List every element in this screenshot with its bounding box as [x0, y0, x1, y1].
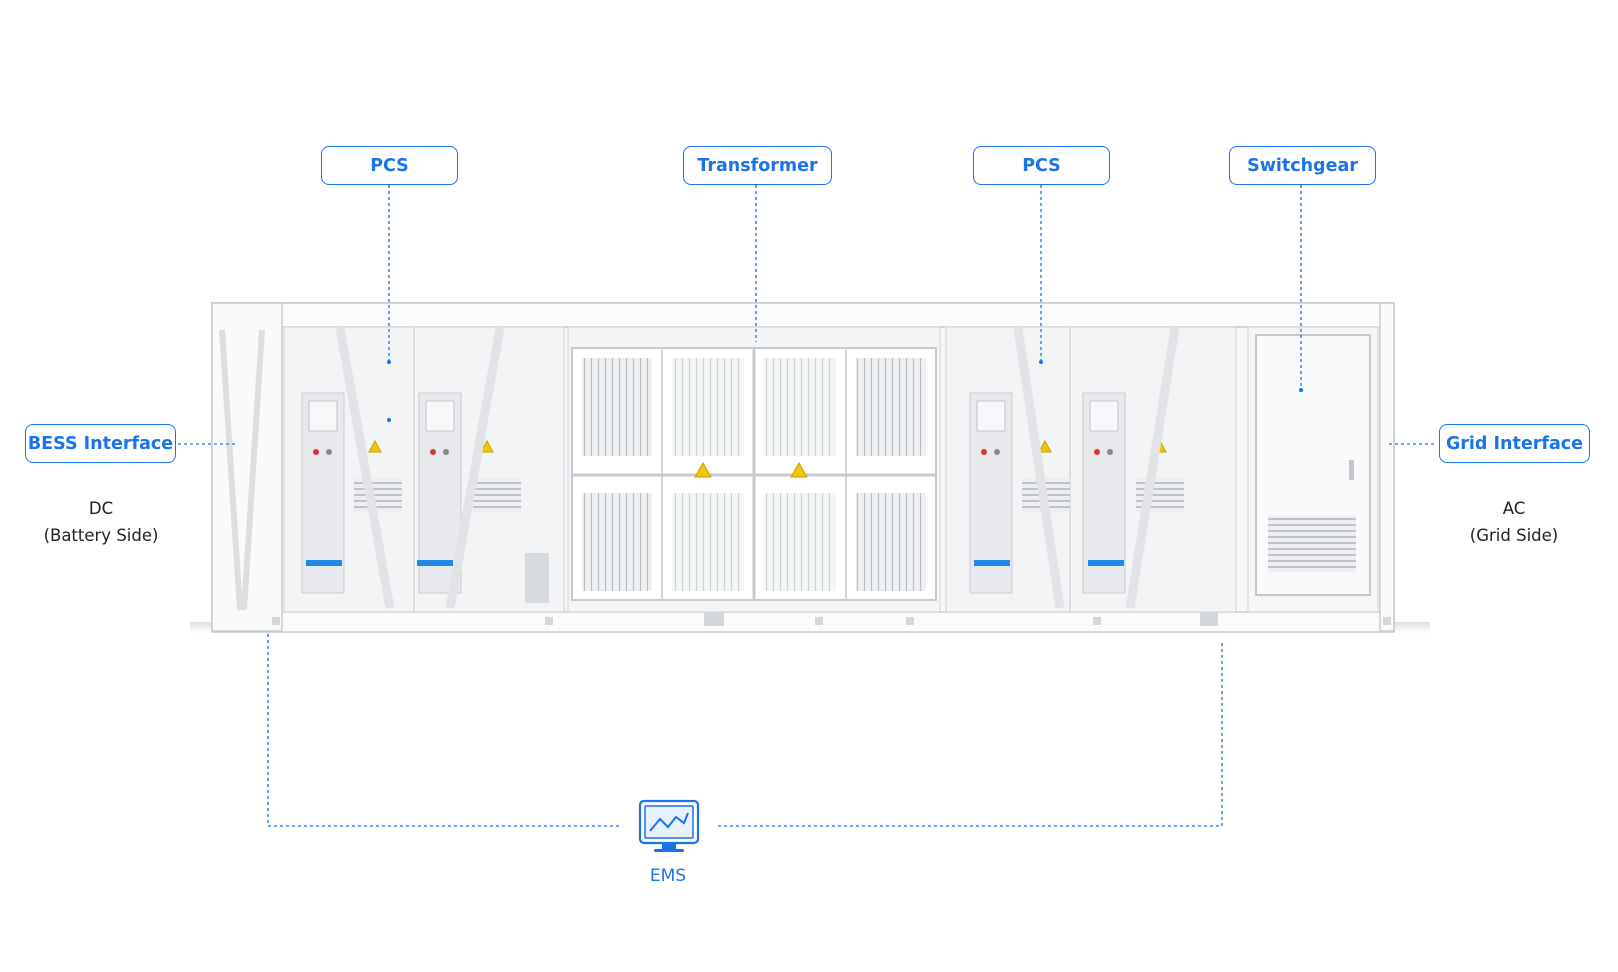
transformer-unit: [567, 326, 941, 613]
dc-title: DC: [88, 499, 114, 518]
ac-subtitle: (Grid Side): [1469, 526, 1559, 545]
dc-side-label: DC (Battery Side): [1, 495, 201, 549]
switchgear-callout: Switchgear: [1229, 146, 1376, 185]
ems-label: EMS: [649, 866, 687, 886]
leader-lines: [178, 185, 1437, 827]
dc-subtitle: (Battery Side): [43, 526, 159, 545]
transformer-callout: Transformer: [683, 146, 832, 185]
bess-interface-callout: BESS Interface: [25, 424, 176, 463]
leader-endpoints: [387, 360, 1303, 422]
pcs-right-cabinets: [945, 326, 1237, 613]
pcs-left-cabinets: [283, 326, 565, 613]
pcs-right-callout: PCS: [973, 146, 1110, 185]
pcs-left-callout: PCS: [321, 146, 458, 185]
ac-side-label: AC (Grid Side): [1414, 495, 1614, 549]
ac-title: AC: [1502, 499, 1526, 518]
grid-interface-callout: Grid Interface: [1439, 424, 1590, 463]
monitor-chart-icon: [638, 799, 700, 852]
switchgear-cabinet: [1247, 326, 1379, 613]
